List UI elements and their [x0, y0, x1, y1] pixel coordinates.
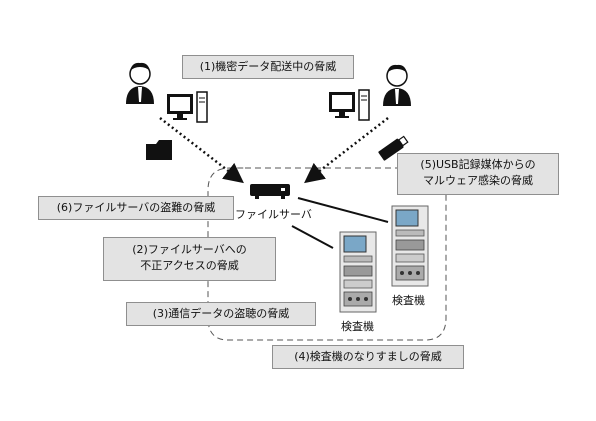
- person-icon: [126, 62, 154, 104]
- threat-label-2: (2)ファイルサーバへの 不正アクセスの脅威: [103, 237, 276, 281]
- threat-label-5-line2: マルウェア感染の脅威: [423, 174, 533, 187]
- threat-label-1-text: (1)機密データ配送中の脅威: [199, 60, 337, 73]
- threat-label-3-text: (3)通信データの盗聴の脅威: [152, 307, 290, 320]
- threat-label-6-text: (6)ファイルサーバの盗難の脅威: [56, 201, 216, 214]
- threat-label-5-line1: (5)USB記録媒体からの: [420, 158, 536, 171]
- data-transfer-arrows: [159, 117, 389, 184]
- threat-label-2-line2: 不正アクセスの脅威: [140, 259, 239, 272]
- usb-drive-icon: [378, 135, 409, 161]
- connection-line-2: [297, 197, 389, 223]
- threat-label-4-text: (4)検査機のなりすましの脅威: [294, 350, 442, 363]
- inspection-machine-1-label: 検査機: [341, 320, 374, 333]
- threat-label-3: (3)通信データの盗聴の脅威: [126, 302, 316, 326]
- server-icon: [250, 184, 290, 199]
- threat-label-2-line1: (2)ファイルサーバへの: [132, 243, 247, 256]
- folder-icon: [146, 140, 172, 160]
- threat-label-4: (4)検査機のなりすましの脅威: [272, 345, 464, 369]
- threat-label-6: (6)ファイルサーバの盗難の脅威: [38, 196, 234, 220]
- connection-line-1: [291, 225, 334, 249]
- inspection-machine-icon: [339, 231, 377, 313]
- inspection-machine-2-label: 検査機: [392, 294, 425, 307]
- threat-label-1: (1)機密データ配送中の脅威: [182, 55, 354, 79]
- file-server-label: ファイルサーバ: [235, 208, 312, 221]
- inspection-machine-icon: [391, 205, 429, 287]
- desktop-computer-icon: [167, 91, 208, 123]
- arrow-right: [304, 117, 389, 184]
- threat-label-5: (5)USB記録媒体からの マルウェア感染の脅威: [397, 153, 559, 195]
- person-icon: [383, 64, 411, 106]
- desktop-computer-icon: [329, 89, 370, 121]
- arrow-left: [159, 117, 244, 184]
